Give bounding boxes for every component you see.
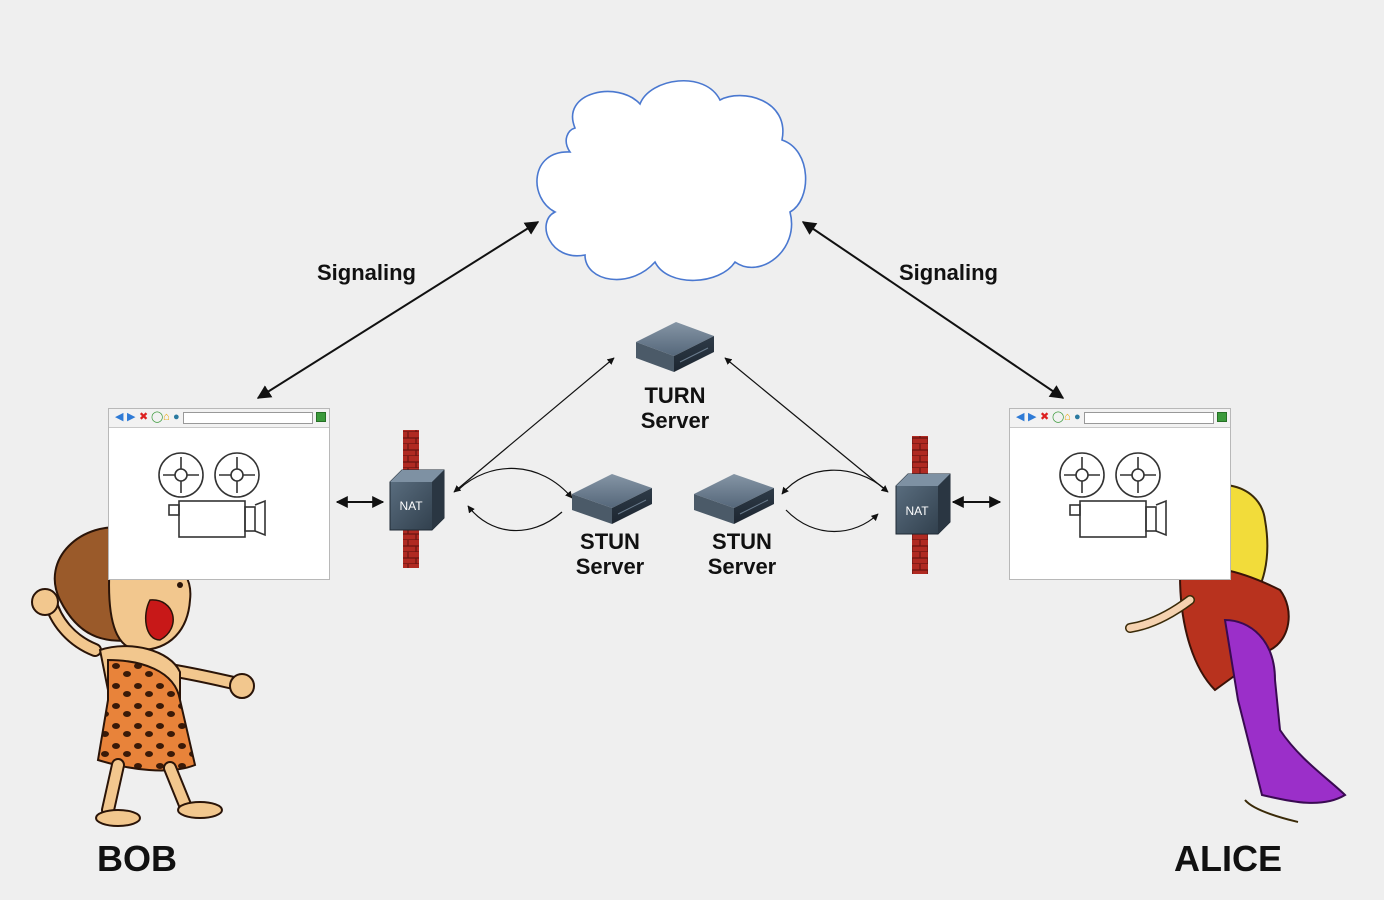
stop-icon[interactable]: ✖: [1040, 411, 1050, 423]
alice-browser-window: ◀ ▶ ✖ ◯ ⌂ ●: [1009, 408, 1231, 580]
refresh-icon[interactable]: ◯: [151, 411, 164, 423]
nat-left-device-icon: NAT: [389, 469, 445, 531]
nat-left-to-turn-arrow: [453, 357, 615, 493]
nat-right-label: NAT: [905, 504, 929, 518]
film-projector-icon: [158, 452, 266, 538]
stun-left-label-line2: Server: [575, 554, 645, 579]
signaling-arrow-left: [256, 221, 540, 399]
nat-right-to-stun-request-arrow: [781, 469, 887, 495]
stun-right-label-line1: STUN: [712, 529, 772, 554]
home-icon[interactable]: ⌂: [1064, 411, 1071, 423]
globe-icon: ●: [173, 411, 180, 423]
back-arrow-icon[interactable]: ◀: [1016, 411, 1025, 423]
turn-label-line1: TURN: [644, 383, 706, 408]
url-bar[interactable]: [1084, 412, 1214, 424]
stun-server-left-label: STUN Server: [562, 529, 658, 579]
stun-server-right-label: STUN Server: [694, 529, 790, 579]
signaling-arrow-right: [801, 221, 1065, 399]
alice-browser-toolbar: ◀ ▶ ✖ ◯ ⌂ ●: [1010, 409, 1230, 428]
turn-label-line2: Server: [640, 408, 710, 433]
go-icon[interactable]: [1217, 412, 1227, 422]
stun-right-label-line2: Server: [707, 554, 777, 579]
globe-icon: ●: [1074, 411, 1081, 423]
back-arrow-icon[interactable]: ◀: [115, 411, 124, 423]
stop-icon[interactable]: ✖: [139, 411, 149, 423]
alice-name-label: ALICE: [1174, 838, 1282, 879]
nat-left-label: NAT: [399, 499, 423, 513]
nat-right-to-turn-arrow: [724, 357, 889, 493]
film-projector-icon: [1059, 452, 1167, 538]
bob-browser-toolbar: ◀ ▶ ✖ ◯ ⌂ ●: [109, 409, 329, 428]
cloud-icon: [536, 79, 807, 282]
forward-arrow-icon[interactable]: ▶: [1028, 411, 1037, 423]
signaling-label-left: Signaling: [317, 260, 416, 285]
stun-server-right-icon: [694, 474, 774, 524]
stun-left-label-line1: STUN: [580, 529, 640, 554]
url-bar[interactable]: [183, 412, 313, 424]
turn-server-label: TURN Server: [626, 383, 724, 433]
stun-server-left-icon: [572, 474, 652, 524]
turn-server-icon: [636, 322, 714, 372]
home-icon[interactable]: ⌂: [163, 411, 170, 423]
bob-name-label: BOB: [97, 838, 177, 879]
nat-right-device-icon: NAT: [895, 473, 951, 535]
stun-right-to-nat-response-arrow: [785, 509, 879, 532]
nat-left-to-stun-request-arrow: [457, 467, 573, 499]
forward-arrow-icon[interactable]: ▶: [127, 411, 136, 423]
refresh-icon[interactable]: ◯: [1052, 411, 1065, 423]
signaling-label-right: Signaling: [899, 260, 998, 285]
stun-left-to-nat-response-arrow: [467, 505, 563, 532]
go-icon[interactable]: [316, 412, 326, 422]
bob-browser-window: ◀ ▶ ✖ ◯ ⌂ ●: [108, 408, 330, 580]
